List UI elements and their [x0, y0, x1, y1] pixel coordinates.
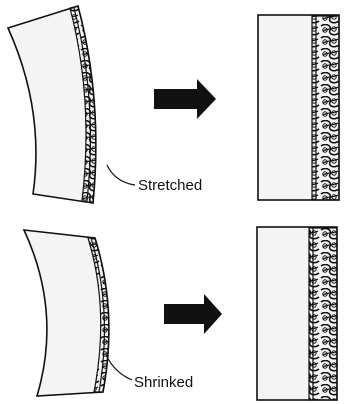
stretched-callout: Stretched — [107, 165, 202, 194]
shrinked-straight-fabric — [257, 227, 337, 400]
shrinked-callout: Shrinked — [106, 355, 193, 391]
transform-arrow-bottom — [164, 294, 222, 334]
stretched-curved-fabric — [8, 6, 96, 203]
shrinked-label: Shrinked — [134, 374, 193, 391]
transform-arrow-top — [154, 79, 216, 119]
stretched-straight-fabric — [258, 15, 339, 200]
shrinked-curved-fabric — [24, 230, 109, 396]
stretched-label: Stretched — [138, 177, 202, 194]
